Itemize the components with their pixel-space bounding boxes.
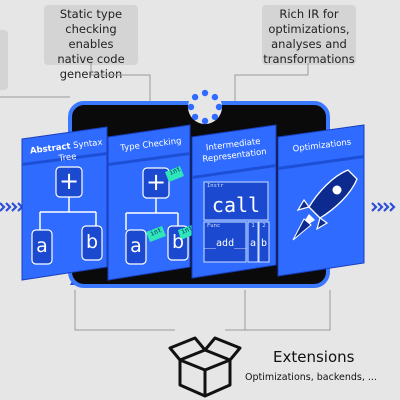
ir-arg1-index: 1 [251,223,255,229]
callout-line: Rich IR for [279,7,339,21]
ast-left-node: a [36,235,48,257]
ast-root-node: + [58,167,80,195]
type-check-connector-line [90,63,151,125]
ir-instr-label: Instr [207,183,224,189]
ir-func-value: __add__ [204,238,247,249]
int-tag [146,226,166,242]
callout-line: transformations [263,52,355,66]
callout-line: checking enables [65,22,117,51]
card-ast [21,126,108,281]
ir-arg2: b [260,238,268,249]
rocket-icon [292,169,358,241]
bottom-far-right-connector-line [240,290,331,331]
ir-arg2-index: 2 [262,223,266,229]
callout-line: analyses and [271,37,347,51]
ir-arg1: a [249,238,257,249]
ir-connector-line [234,63,309,125]
bottom-left-connector-line [74,290,175,331]
left-callout-partial [0,30,8,90]
ir-instr-value: call [211,193,261,217]
extensions-title: Extensions [273,348,355,366]
tc-left-node: a [130,235,142,257]
ir-func-label: Func [207,223,221,229]
card-ir [191,124,277,279]
callout-rich-ir: Rich IR for optimizations, analyses and … [262,5,356,66]
package-box-icon [168,336,242,398]
callout-line: optimizations, [268,22,350,36]
bottom-right-connector-line [225,290,246,331]
loading-ring-icon [187,89,223,125]
input-chevrons [0,202,24,212]
output-chevrons [371,202,396,212]
int-tag [165,166,184,182]
int-tag [178,225,195,240]
tc-right-node: b [171,231,185,253]
card-optimizations [277,124,365,277]
ast-right-node: b [85,231,99,253]
callout-line: Static type [59,7,123,21]
card-type-checking [107,124,195,281]
callout-connectors [0,63,331,331]
extensions-subtitle: Optimizations, backends, ... [245,372,377,383]
callout-line: native code [57,52,125,66]
tc-root-node: + [145,168,167,196]
